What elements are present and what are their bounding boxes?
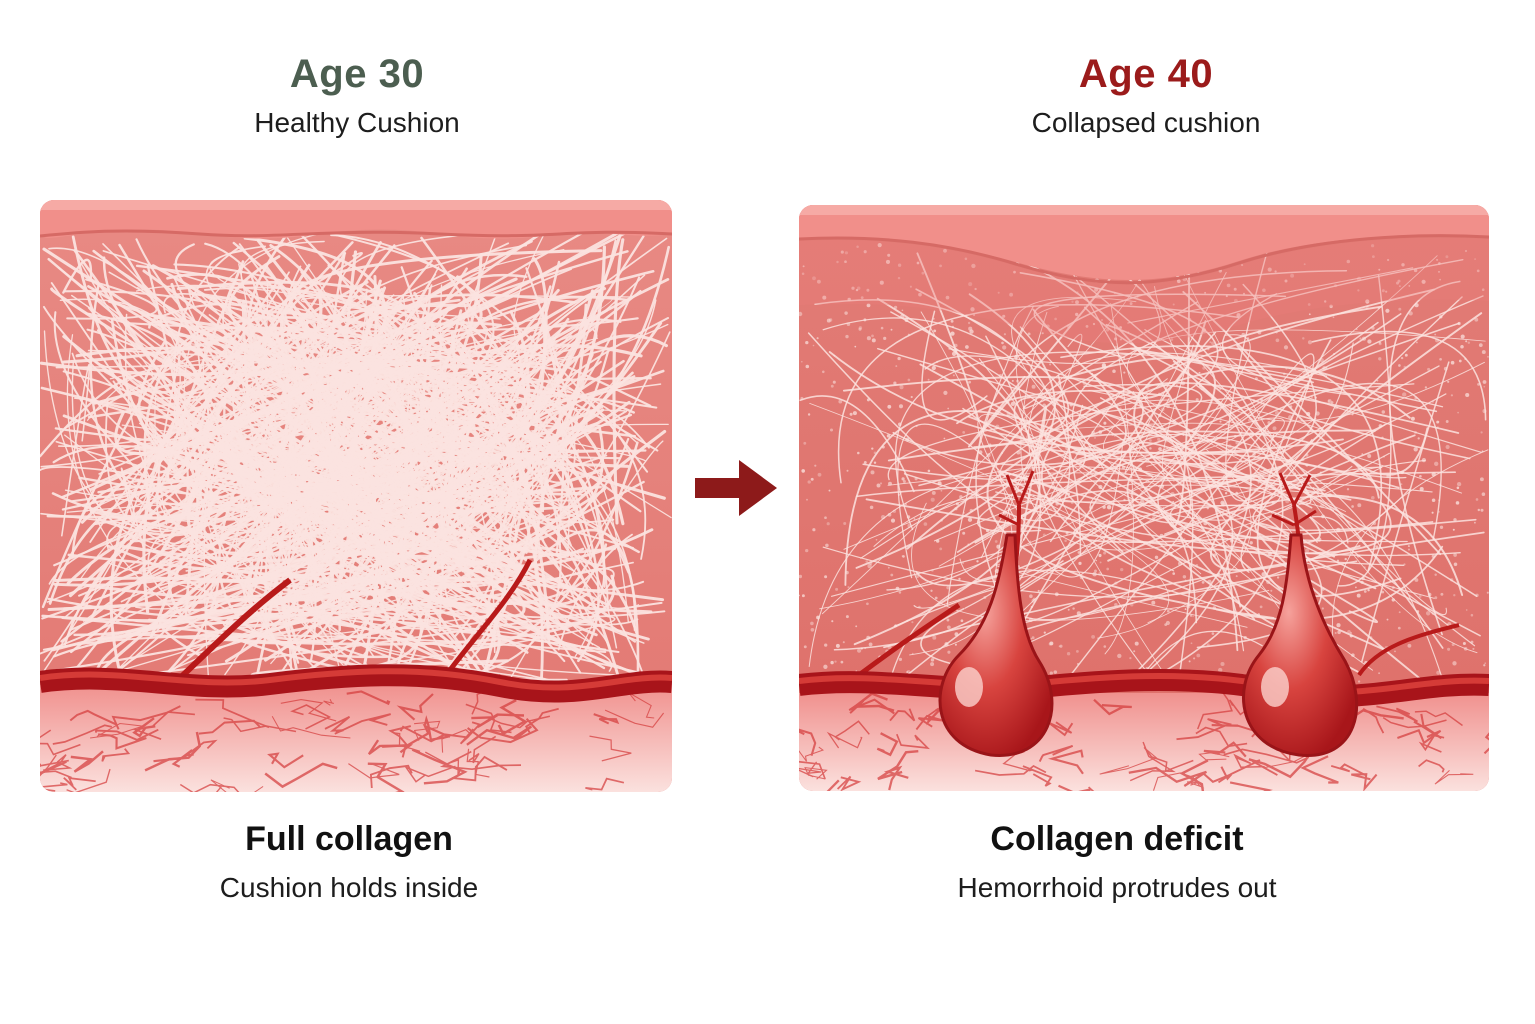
left-caption-subtitle: Cushion holds inside: [219, 872, 479, 903]
left-age-title: Age 30: [289, 52, 425, 96]
main-blood-vessel: [40, 664, 672, 703]
hemorrhoid-bulge-right: [1242, 533, 1359, 757]
healthy-tissue-illustration: [40, 200, 672, 792]
right-caption-subtitle: Hemorrhoid protrudes out: [957, 872, 1277, 903]
hemorrhoid-bulge-left: [938, 533, 1054, 757]
branch-vessel: [177, 577, 292, 681]
right-heading: Age 40 Collapsed cushion: [846, 52, 1446, 139]
left-caption-title: Full collagen: [245, 820, 453, 858]
collapsed-tissue-illustration: [799, 205, 1489, 791]
left-heading: Age 30 Healthy Cushion: [57, 52, 657, 139]
capillary-network: [40, 674, 665, 792]
left-state-label: Healthy Cushion: [254, 107, 460, 138]
arrow-right-icon: [695, 456, 779, 525]
mucosa-top-layer: [799, 205, 1489, 280]
right-age-title: Age 40: [1078, 52, 1214, 96]
branch-vessel: [448, 558, 533, 672]
main-blood-vessel: [799, 669, 1489, 708]
right-state-label: Collapsed cushion: [1031, 107, 1261, 138]
right-caption-title: Collagen deficit: [990, 820, 1244, 858]
